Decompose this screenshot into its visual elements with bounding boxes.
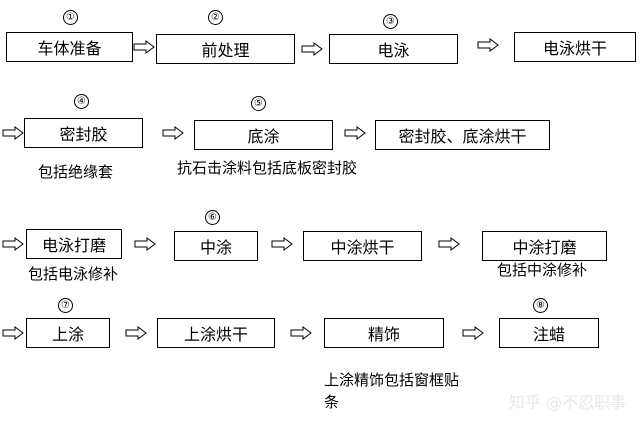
- step-number-6: ⑥: [205, 210, 220, 225]
- note-intermediate-sanding: 包括中涂修补: [497, 261, 588, 279]
- arrow-icon: [301, 42, 323, 56]
- step-finishing: 精饰: [324, 318, 444, 348]
- step-body-prep: 车体准备: [6, 32, 133, 62]
- step-intermediate-sanding: 中涂打磨: [482, 231, 607, 261]
- arrow-icon: [2, 126, 24, 140]
- step-topcoat: 上涂: [26, 318, 110, 348]
- step-intermediate-bake: 中涂烘干: [303, 231, 422, 261]
- step-pretreatment: 前处理: [156, 34, 295, 64]
- step-sealant: 密封胶: [24, 118, 143, 148]
- arrow-icon: [462, 326, 484, 340]
- arrow-icon: [290, 326, 312, 340]
- arrow-icon: [134, 237, 156, 251]
- step-topcoat-bake: 上涂烘干: [157, 318, 275, 348]
- step-electrocoat-sanding: 电泳打磨: [26, 229, 122, 259]
- step-intermediate-coat: 中涂: [174, 231, 258, 261]
- step-number-5: ⑤: [251, 96, 266, 111]
- arrow-icon: [133, 40, 155, 54]
- note-electrocoat-sanding: 包括电泳修补: [28, 265, 119, 283]
- step-wax-injection: 注蜡: [499, 318, 599, 348]
- arrow-icon: [2, 237, 24, 251]
- step-number-4: ④: [74, 94, 89, 109]
- note-primer: 抗石击涂料包括底板密封胶: [177, 159, 358, 177]
- step-number-7: ⑦: [58, 298, 73, 313]
- step-sealant-primer-bake: 密封胶、底涂烘干: [375, 120, 550, 150]
- arrow-icon: [271, 237, 293, 251]
- note-finishing: 上涂精饰包括窗框贴条: [324, 371, 460, 411]
- step-number-2: ②: [208, 10, 223, 25]
- step-primer: 底涂: [194, 120, 333, 150]
- note-sealant: 包括绝缘套: [38, 163, 114, 181]
- step-number-8: ⑧: [533, 298, 548, 313]
- step-electrocoat-bake: 电泳烘干: [514, 32, 636, 62]
- arrow-icon: [162, 126, 184, 140]
- watermark: 知乎 @不忍职事: [508, 393, 626, 412]
- arrow-icon: [2, 326, 24, 340]
- step-electrocoat: 电泳: [329, 34, 458, 64]
- arrow-icon: [477, 38, 499, 52]
- step-number-1: ①: [63, 10, 78, 25]
- arrow-icon: [438, 237, 460, 251]
- step-number-3: ③: [383, 14, 398, 29]
- arrow-icon: [344, 126, 366, 140]
- arrow-icon: [125, 326, 147, 340]
